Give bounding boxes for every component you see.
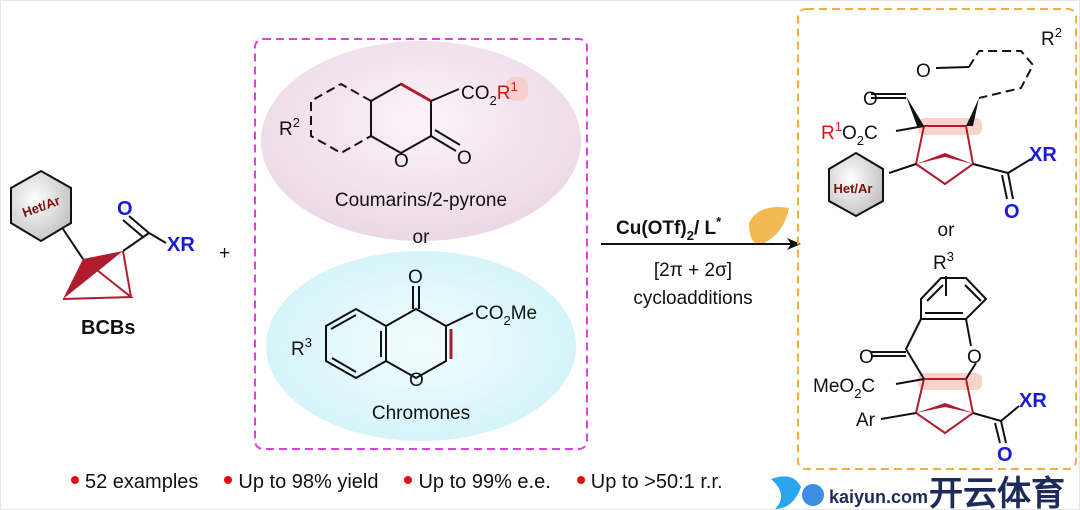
watermark-cn: 开云体育 <box>929 475 1065 510</box>
cycloaddition-type: [2π + 2σ] <box>654 260 732 281</box>
or-label-substrates: or <box>413 227 431 248</box>
product-box <box>797 8 1077 470</box>
product1-ester-label: R1O2C <box>821 119 878 148</box>
highlight-item: Up to >50:1 r.r. <box>576 471 723 494</box>
chromone-ring-o: O <box>409 370 424 391</box>
bullet-dot-icon <box>404 475 413 484</box>
cycloadditions-label: cycloadditions <box>633 288 752 309</box>
product2-ar-label: Ar <box>856 410 876 431</box>
coumarin-structure: R2 CO2R1 O O Coumarins/2-pyrone <box>279 77 528 211</box>
product2-carbonyl-o: O <box>859 347 874 368</box>
product1-het-ar-label: Het/Ar <box>833 181 872 196</box>
het-ar-ring <box>10 169 72 243</box>
watermark-en: kaiyun.com <box>829 487 928 507</box>
product1-het-ar-ring <box>828 151 884 218</box>
bullet-dot-icon <box>576 475 585 484</box>
bcb-xr-label: XR <box>167 234 195 256</box>
highlight-text: 52 examples <box>85 471 199 493</box>
highlight-text: Up to 99% e.e. <box>418 471 551 493</box>
highlight-text: Up to >50:1 r.r. <box>590 471 723 493</box>
product1-carbonyl-o: O <box>863 89 878 110</box>
product2-amide-o: O <box>997 444 1013 466</box>
bicyclobutane-wedge <box>63 251 123 299</box>
coumarin-r2-label: R2 <box>279 115 300 140</box>
chromone-ester-label: CO2Me <box>475 303 537 328</box>
product1-r2-label: R2 <box>1041 25 1062 50</box>
highlights-list: 52 examples Up to 98% yield Up to 99% e.… <box>71 471 723 494</box>
bullet-dot-icon <box>224 475 233 484</box>
or-label-products: or <box>938 220 956 241</box>
product2-ring-o: O <box>967 347 982 368</box>
bcb-carbonyl-o: O <box>117 198 133 220</box>
coumarin-ring-o: O <box>394 151 409 172</box>
chromone-r3-label: R3 <box>291 335 312 360</box>
highlight-item: Up to 98% yield <box>224 471 378 494</box>
kaiyun-watermark-logo: kaiyun.com 开云体育 <box>771 475 1065 510</box>
bcbs-label: BCBs <box>81 317 135 339</box>
product2-xr-label: XR <box>1019 390 1047 412</box>
bullet-dot-icon <box>71 475 79 484</box>
coumarin-ester-label: CO2R1 <box>461 79 518 108</box>
chromones-label: Chromones <box>372 403 470 424</box>
chromone-carbonyl-o: O <box>408 267 423 288</box>
coumarins-label: Coumarins/2-pyrone <box>335 190 507 211</box>
plus-sign: + <box>219 243 230 264</box>
highlight-item: 52 examples <box>71 471 198 494</box>
bcb-reactant: Het/Ar O XR BCBs <box>10 169 195 339</box>
coumarin-carbonyl-o: O <box>457 148 472 169</box>
product1-xr-label: XR <box>1029 144 1057 166</box>
highlight-text: Up to 98% yield <box>238 471 379 493</box>
product2-ester-label: MeO2C <box>813 376 875 401</box>
catalyst-label: Cu(OTf)2/ L* <box>616 214 722 243</box>
highlight-item: Up to 99% e.e. <box>404 471 551 494</box>
product2-r3-label: R3 <box>933 249 954 274</box>
chromone-bubble <box>266 251 576 441</box>
product1-amide-o: O <box>1004 201 1020 223</box>
substrate-box <box>254 38 588 450</box>
chromone-structure: O CO2Me R3 O Chromones <box>291 267 537 424</box>
product1-ring-o: O <box>916 61 931 82</box>
product-2-structure: R3 O O MeO2C Ar XR O <box>813 249 1047 466</box>
product-1-structure: O O R2 R1O2C XR O Het/Ar <box>821 25 1062 223</box>
reaction-arrow: Cu(OTf)2/ L* [2π + 2σ] cycloadditions <box>601 207 801 309</box>
